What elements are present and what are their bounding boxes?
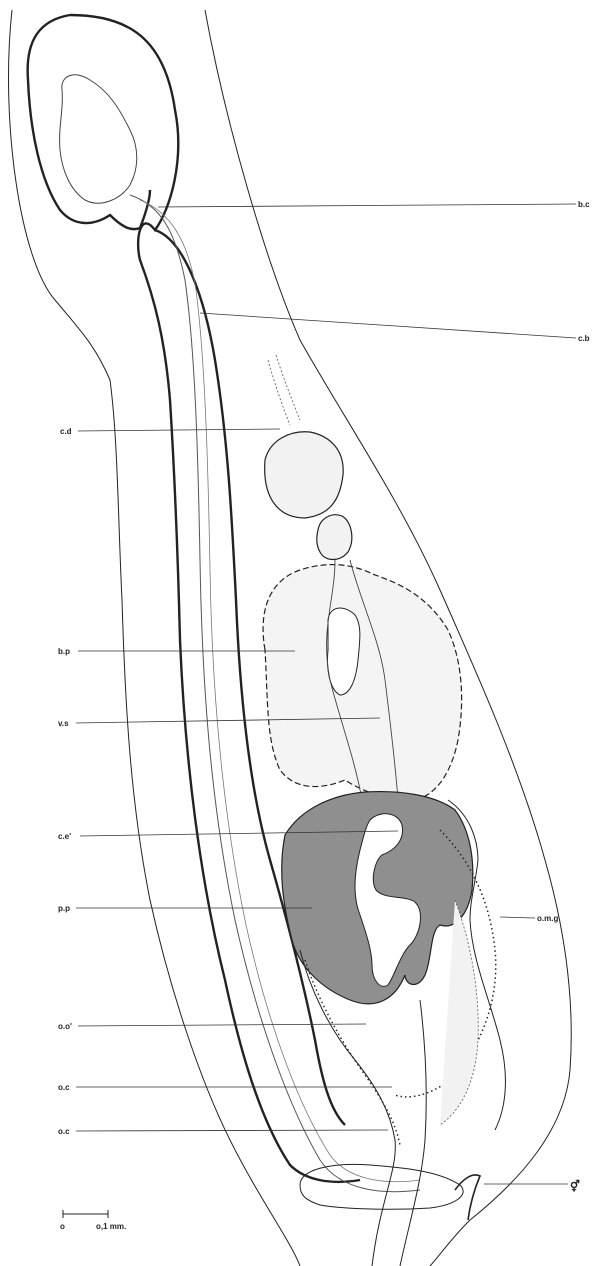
scale-bar-zero: o [60,1222,65,1231]
leader-oo [78,1024,366,1026]
scale-bar: o o,1 mm. [60,1210,126,1231]
genital-pore [455,1175,480,1220]
label-sex-symbol: ⚥ [570,1179,580,1193]
leader-cd [78,429,280,431]
upper-vesicle-large [265,432,344,518]
oviduct-right [400,1000,426,1266]
leader-bc [158,204,576,207]
duct-cd [268,355,300,425]
scale-bar-value: o,1 mm. [96,1222,126,1231]
label-oc2: o.c [58,1127,70,1136]
label-vs: v.s [58,719,69,728]
head-outline [28,15,150,229]
label-oc1: o.c [58,1083,70,1092]
label-cd: c.d [60,427,72,436]
lower-bulb [300,1164,463,1209]
label-bp: b.p [58,647,70,656]
label-omg: o.m.g [537,914,558,923]
label-cb: c.b [578,334,590,343]
leader-oc2 [76,1130,388,1131]
genital-atrium-inner [440,900,478,1125]
upper-vesicle-small [317,515,352,560]
label-ce: c.e' [58,832,71,841]
label-bc: b.c [578,200,590,209]
label-pp: p.p [58,904,70,913]
label-oo: o.o' [58,1022,72,1031]
leader-omg [500,917,535,918]
leader-cb [200,313,576,338]
brain-vesicle [60,75,137,203]
